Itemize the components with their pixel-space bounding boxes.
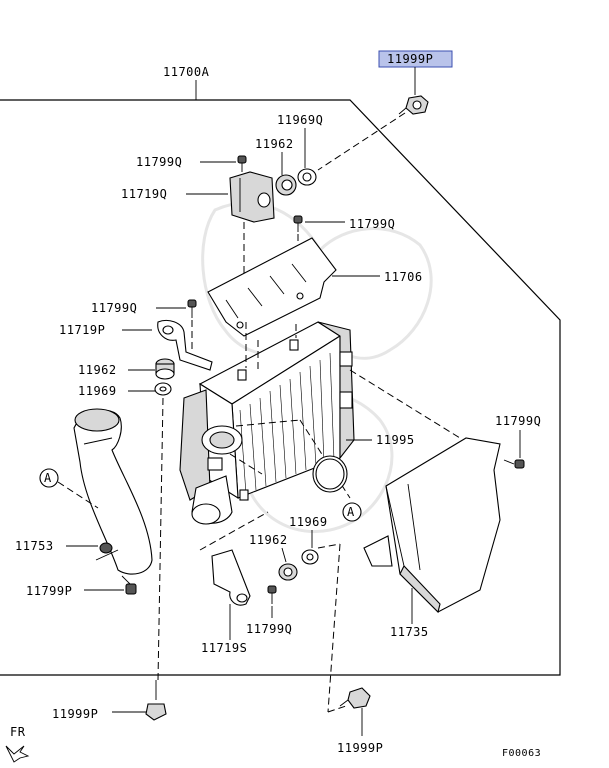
assembly-outline: [0, 99, 561, 676]
o-ring-11995: [312, 455, 348, 493]
part-label-11799q-bot[interactable]: 11799Q: [246, 622, 292, 636]
screw-11799q-top: [237, 155, 247, 172]
svg-text:A: A: [347, 505, 355, 519]
figure-code: F00063: [502, 748, 541, 759]
cooling-fins: [239, 352, 335, 495]
part-label-11962-top[interactable]: 11962: [255, 137, 294, 151]
part-label-11753[interactable]: 11753: [15, 539, 54, 553]
reference-marker-a-left: A: [39, 468, 59, 488]
part-label-11706[interactable]: 11706: [384, 270, 423, 284]
direction-label: FR: [10, 725, 26, 739]
screw-11799q-bot: [267, 585, 277, 604]
part-label-11799p[interactable]: 11799P: [26, 584, 72, 598]
part-label-11719q[interactable]: 11719Q: [121, 187, 167, 201]
bolt-11799p: [121, 575, 137, 595]
assembly-label: 11700A: [163, 65, 210, 79]
part-label-11999p-left[interactable]: 11999P: [52, 707, 98, 721]
bracket-11719p: [157, 319, 213, 371]
screw-11799q-left: [187, 299, 197, 318]
washer-11969-left: [154, 382, 172, 396]
bushing-11962-left: [155, 358, 175, 380]
bushing-11962-bot: [278, 563, 298, 581]
washer-11969-bot: [301, 549, 319, 565]
bolt-11999p-left: [145, 680, 167, 721]
part-label-11735[interactable]: 11735: [390, 625, 429, 639]
part-label-11969-bot[interactable]: 11969: [289, 515, 328, 529]
part-label-11969q-top[interactable]: 11969Q: [277, 113, 323, 127]
part-label-11799q-top[interactable]: 11799Q: [136, 155, 182, 169]
bracket-11719s: [211, 549, 251, 606]
part-label-11969-left[interactable]: 11969: [78, 384, 117, 398]
part-label-11962-bot[interactable]: 11962: [249, 533, 288, 547]
part-label-11719p[interactable]: 11719P: [59, 323, 105, 337]
reference-marker-a-right: A: [342, 502, 362, 522]
heat-shield-11706: [207, 237, 337, 337]
washer-11969q: [297, 168, 317, 186]
highlight-box: [378, 50, 453, 68]
air-duct-11735: [363, 437, 501, 614]
bushing-11962-top: [275, 174, 297, 196]
part-label-11999p-bot[interactable]: 11999P: [337, 741, 383, 755]
part-label-11799q-mid[interactable]: 11799Q: [349, 217, 395, 231]
bolt-11999p-bot: [339, 687, 371, 709]
screw-11799q-right: [503, 459, 525, 469]
svg-text:A: A: [44, 471, 52, 485]
intercooler-core: [179, 321, 355, 525]
direction-arrow-icon: [5, 745, 30, 763]
bolt-11999p-top: [398, 95, 429, 115]
part-label-11799q-right[interactable]: 11799Q: [495, 414, 541, 428]
part-label-11995[interactable]: 11995: [376, 433, 415, 447]
part-label-11962-left[interactable]: 11962: [78, 363, 117, 377]
part-label-11999p-top[interactable]: 11999P: [387, 52, 433, 66]
part-label-11799q-left[interactable]: 11799Q: [91, 301, 137, 315]
bracket-11719q: [229, 171, 275, 223]
screw-11799q-mid: [293, 215, 303, 232]
part-label-11719s[interactable]: 11719S: [201, 641, 247, 655]
hose-11753: [73, 408, 153, 575]
